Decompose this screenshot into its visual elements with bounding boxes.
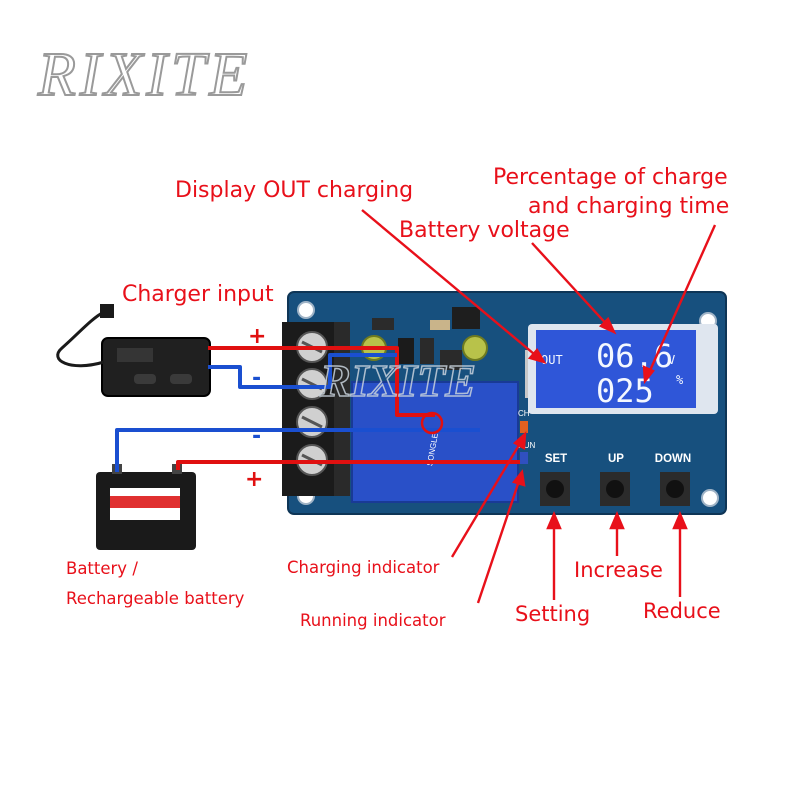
- label-battery-line1: Battery /: [66, 559, 138, 578]
- label-setting: Setting: [515, 602, 591, 626]
- lcd-display: OUT 06.6 V 025 %: [528, 324, 718, 414]
- svg-text:UP: UP: [608, 453, 624, 465]
- charger-device: [56, 304, 211, 397]
- label-battery-voltage: Battery voltage: [399, 218, 570, 243]
- svg-text:RUN: RUN: [518, 441, 536, 450]
- callout-lines: [361, 209, 717, 604]
- label-increase: Increase: [574, 558, 663, 582]
- charger-plus-mark: +: [248, 324, 267, 349]
- lcd-percent-unit: %: [676, 373, 684, 387]
- label-running-indicator: Running indicator: [300, 611, 446, 630]
- battery-minus-mark: -: [252, 424, 262, 449]
- charger-minus-mark: -: [252, 366, 262, 391]
- lcd-voltage: 06.6: [596, 337, 673, 375]
- label-charger-input: Charger input: [122, 282, 274, 307]
- label-percentage-line2: and charging time: [528, 194, 730, 219]
- brand-logo: RIXITE: [37, 40, 252, 110]
- down-button[interactable]: DOWN: [655, 453, 691, 506]
- label-display-out: Display OUT charging: [175, 178, 414, 203]
- svg-text:SET: SET: [545, 453, 567, 465]
- up-button[interactable]: UP: [600, 453, 630, 506]
- wires: [115, 346, 520, 472]
- svg-text:DOWN: DOWN: [655, 453, 691, 465]
- relay: SONGLE: [351, 381, 519, 503]
- label-battery-line2: Rechargeable battery: [66, 589, 245, 608]
- lcd-voltage-unit: V: [668, 353, 675, 367]
- lcd-out: OUT: [541, 353, 563, 367]
- label-reduce: Reduce: [643, 599, 721, 623]
- label-charging-indicator: Charging indicator: [287, 558, 440, 577]
- watermark: RIXITE: [319, 355, 476, 406]
- terminal-screw: [296, 406, 328, 438]
- svg-text:CH: CH: [518, 409, 530, 418]
- led-indicators: CH RUN: [518, 409, 536, 464]
- label-percentage-line1: Percentage of charge: [493, 165, 728, 190]
- set-button[interactable]: SET: [540, 453, 570, 506]
- battery-device: [96, 464, 196, 550]
- battery-plus-mark: +: [245, 467, 264, 492]
